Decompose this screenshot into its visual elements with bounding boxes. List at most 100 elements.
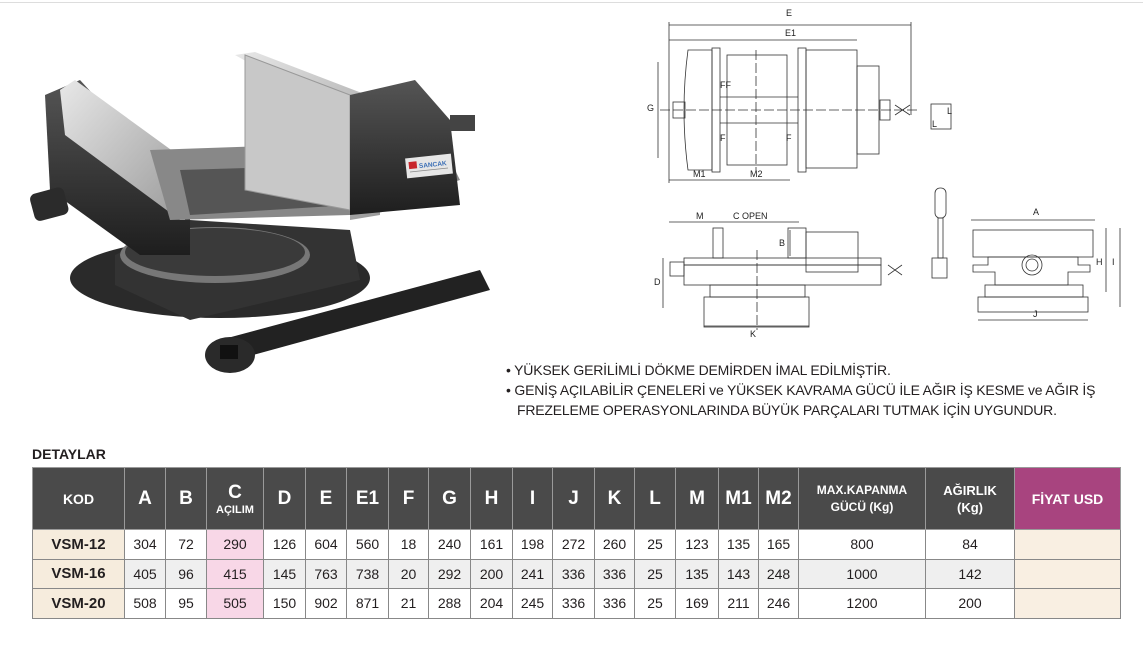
cell-f: 20 bbox=[388, 558, 429, 589]
section-title: DETAYLAR bbox=[32, 446, 106, 462]
cell-h: 204 bbox=[470, 588, 513, 619]
cell-c: 415 bbox=[206, 558, 264, 589]
col-j: J bbox=[552, 467, 595, 530]
cell-k: 260 bbox=[594, 529, 635, 560]
dim-G: G bbox=[647, 103, 654, 113]
dim-M2: M2 bbox=[750, 169, 763, 179]
dim-M1: M1 bbox=[693, 169, 706, 179]
col-d: D bbox=[263, 467, 306, 530]
cell-price bbox=[1014, 529, 1121, 560]
cell-e: 763 bbox=[305, 558, 347, 589]
cell-a: 405 bbox=[124, 558, 166, 589]
dim-C-open: C OPEN bbox=[733, 211, 768, 221]
col-a: A bbox=[124, 467, 166, 530]
cell-kod: VSM-16 bbox=[32, 558, 125, 589]
feature-item: • GENİŞ AÇILABİLİR ÇENELERİ ve YÜKSEK KA… bbox=[506, 380, 1143, 420]
dim-E: E bbox=[786, 8, 792, 18]
cell-i: 245 bbox=[512, 588, 553, 619]
col-m2: M2 bbox=[758, 467, 799, 530]
cell-i: 198 bbox=[512, 529, 553, 560]
col-i: I bbox=[512, 467, 553, 530]
bullet: • bbox=[506, 382, 511, 398]
cell-b: 96 bbox=[165, 558, 207, 589]
cell-l: 25 bbox=[634, 588, 676, 619]
cell-d: 150 bbox=[263, 588, 306, 619]
cell-kod: VSM-20 bbox=[32, 588, 125, 619]
cell-g: 240 bbox=[428, 529, 471, 560]
cell-e1: 560 bbox=[346, 529, 389, 560]
cell-f: 21 bbox=[388, 588, 429, 619]
cell-b: 72 bbox=[165, 529, 207, 560]
col-k: K bbox=[594, 467, 635, 530]
cell-max: 1000 bbox=[798, 558, 926, 589]
cell-m: 169 bbox=[675, 588, 719, 619]
col-c-sub: AÇILIM bbox=[216, 503, 254, 516]
cell-m: 123 bbox=[675, 529, 719, 560]
col-e: E bbox=[305, 467, 347, 530]
cell-f: 18 bbox=[388, 529, 429, 560]
cell-price bbox=[1014, 558, 1121, 589]
col-m: M bbox=[675, 467, 719, 530]
feature-list: • YÜKSEK GERİLİMLİ DÖKME DEMİRDEN İMAL E… bbox=[506, 360, 1143, 420]
cell-kod: VSM-12 bbox=[32, 529, 125, 560]
brand-plate-text: SANCAK bbox=[419, 160, 448, 170]
cell-g: 292 bbox=[428, 558, 471, 589]
cell-m2: 248 bbox=[758, 558, 799, 589]
technical-drawings: E E1 G FF F F M1 M2 L L M C OPEN B D K A… bbox=[647, 8, 1121, 339]
cell-m2: 246 bbox=[758, 588, 799, 619]
col-l: L bbox=[634, 467, 676, 530]
bullet: • bbox=[506, 362, 511, 378]
dim-F-right: F bbox=[786, 133, 792, 143]
cell-e1: 871 bbox=[346, 588, 389, 619]
col-f: F bbox=[388, 467, 429, 530]
cell-j: 336 bbox=[552, 558, 595, 589]
cell-d: 126 bbox=[263, 529, 306, 560]
dim-L-h: L bbox=[932, 119, 937, 129]
col-max-l1: MAX.KAPANMA bbox=[816, 482, 908, 497]
front-view bbox=[971, 219, 1121, 321]
cell-l: 25 bbox=[634, 529, 676, 560]
dim-E1: E1 bbox=[785, 28, 796, 38]
col-weight-l2: (Kg) bbox=[957, 499, 983, 515]
cell-weight: 142 bbox=[925, 558, 1015, 589]
cell-k: 336 bbox=[594, 558, 635, 589]
col-weight: AĞIRLIK(Kg) bbox=[925, 467, 1015, 530]
brand-plate: SANCAK bbox=[405, 153, 453, 179]
vise-photo: SANCAK bbox=[30, 52, 490, 373]
cell-c: 290 bbox=[206, 529, 264, 560]
feature-item: • YÜKSEK GERİLİMLİ DÖKME DEMİRDEN İMAL E… bbox=[506, 360, 1143, 380]
feature-text: YÜKSEK GERİLİMLİ DÖKME DEMİRDEN İMAL EDİ… bbox=[514, 362, 891, 378]
dim-I: I bbox=[1112, 257, 1115, 267]
cell-j: 272 bbox=[552, 529, 595, 560]
cell-price bbox=[1014, 588, 1121, 619]
cell-weight: 200 bbox=[925, 588, 1015, 619]
dim-J: J bbox=[1033, 309, 1038, 319]
cell-m1: 211 bbox=[718, 588, 759, 619]
cell-e: 604 bbox=[305, 529, 347, 560]
cell-e: 902 bbox=[305, 588, 347, 619]
col-kod: KOD bbox=[32, 467, 125, 530]
cell-e1: 738 bbox=[346, 558, 389, 589]
cell-j: 336 bbox=[552, 588, 595, 619]
brand-logo-icon bbox=[408, 161, 418, 170]
dim-B: B bbox=[779, 238, 785, 248]
cell-m1: 143 bbox=[718, 558, 759, 589]
cell-h: 161 bbox=[470, 529, 513, 560]
cell-b: 95 bbox=[165, 588, 207, 619]
dim-FF: FF bbox=[720, 80, 731, 90]
dim-K: K bbox=[750, 329, 756, 339]
cell-k: 336 bbox=[594, 588, 635, 619]
top-view bbox=[657, 22, 952, 183]
cell-h: 200 bbox=[470, 558, 513, 589]
dim-H: H bbox=[1096, 257, 1103, 267]
cell-l: 25 bbox=[634, 558, 676, 589]
cell-m1: 135 bbox=[718, 529, 759, 560]
cell-a: 508 bbox=[124, 588, 166, 619]
col-e1: E1 bbox=[346, 467, 389, 530]
dim-D: D bbox=[654, 277, 661, 287]
